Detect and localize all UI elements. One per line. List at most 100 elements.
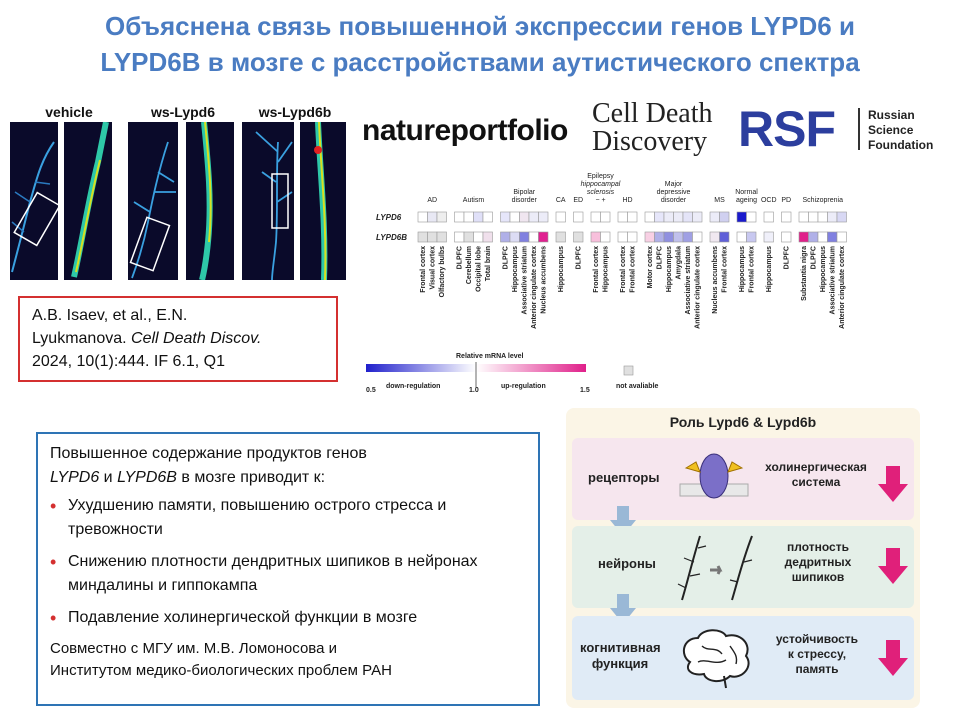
heatmap-cell-lypd6b bbox=[644, 231, 655, 243]
heatmap-row-label: LYPD6B bbox=[376, 233, 407, 242]
heatmap-column-label: Hippocampus bbox=[739, 246, 746, 292]
heatmap-cell-lypd6b bbox=[600, 231, 611, 243]
heatmap-column-label: Visual cortex bbox=[429, 246, 436, 290]
heatmap-cell-lypd6 bbox=[836, 211, 847, 223]
heatmap-cell-lypd6b bbox=[663, 231, 674, 243]
heatmap-cell-lypd6b bbox=[627, 231, 638, 243]
dendrite-zoom bbox=[199, 122, 213, 280]
title-line-1: Объяснена связь повышенной экспрессии ге… bbox=[105, 11, 855, 41]
legend-title: Relative mRNA level bbox=[456, 353, 523, 360]
heatmap-cell-lypd6b bbox=[555, 231, 566, 243]
heatmap-cell-lypd6 bbox=[817, 211, 828, 223]
heatmap-cell-lypd6b bbox=[427, 231, 438, 243]
heatmap-cell-lypd6b bbox=[827, 231, 838, 243]
heatmap-cell-lypd6 bbox=[417, 211, 428, 223]
heatmap-group-label: MS bbox=[714, 197, 725, 204]
role-left-receptors: рецепторы bbox=[588, 470, 660, 485]
heatmap-cell-lypd6b bbox=[719, 231, 730, 243]
cdd-logo-line1: Cell Death bbox=[592, 98, 713, 129]
legend-mid: 1.0 bbox=[469, 387, 479, 394]
heatmap-cell-lypd6 bbox=[644, 211, 655, 223]
legend-up: up-regulation bbox=[501, 383, 546, 390]
heatmap-column-label: DLPFC bbox=[783, 246, 790, 269]
legend-na: not avaliable bbox=[616, 383, 659, 390]
heatmap-column-label: Frontal cortex bbox=[629, 246, 636, 293]
heatmap-cell-lypd6 bbox=[482, 211, 493, 223]
heatmap-cell-lypd6b bbox=[736, 231, 747, 243]
heatmap-column-label: Hippocampus bbox=[820, 246, 827, 292]
heatmap-group-label: HD bbox=[622, 197, 632, 204]
heatmap-column-label: Motor cortex bbox=[647, 246, 654, 289]
heatmap-cell-lypd6b bbox=[617, 231, 628, 243]
flow-arrow-icon bbox=[610, 506, 636, 536]
heatmap-cell-lypd6b bbox=[836, 231, 847, 243]
reference-line1: A.B. Isaev, et al., E.N. bbox=[32, 307, 188, 324]
heatmap-group-label: ageing bbox=[736, 197, 757, 204]
summary-bullet: •Ухудшению памяти, повышению острого стр… bbox=[50, 496, 447, 538]
heatmap-cell-lypd6 bbox=[590, 211, 601, 223]
heatmap-group-label: − + bbox=[595, 197, 605, 204]
heatmap-cell-lypd6b bbox=[673, 231, 684, 243]
heatmap-group-label: depressive bbox=[657, 189, 691, 196]
heatmap-cell-lypd6 bbox=[463, 211, 474, 223]
heatmap-cell-lypd6 bbox=[600, 211, 611, 223]
heatmap-column-label: Hippocampus bbox=[766, 246, 773, 292]
heatmap-cell-lypd6b bbox=[692, 231, 703, 243]
dendrite-zoom bbox=[314, 122, 328, 280]
heatmap-cell-lypd6 bbox=[808, 211, 819, 223]
heatmap-group-label: AD bbox=[427, 197, 437, 204]
rsf-logo-text: RSF bbox=[738, 101, 836, 157]
role-left-neurons: нейроны bbox=[598, 556, 656, 571]
legend-na-swatch bbox=[623, 365, 634, 376]
heatmap-cell-lypd6 bbox=[509, 211, 520, 223]
heatmap-cell-lypd6 bbox=[746, 211, 757, 223]
nature-portfolio-logo: natureportfolio bbox=[362, 114, 568, 148]
heatmap-cell-lypd6b bbox=[808, 231, 819, 243]
dendrite-zoom bbox=[71, 122, 109, 278]
heatmap-column-label: Nucleus accumbens bbox=[540, 246, 547, 314]
rsf-divider bbox=[858, 108, 860, 150]
heatmap-cell-lypd6b bbox=[781, 231, 792, 243]
slide-title: Объяснена связь повышенной экспрессии ге… bbox=[0, 8, 960, 80]
heatmap-cell-lypd6b bbox=[682, 231, 693, 243]
heatmap-column-label: Frontal cortex bbox=[420, 246, 427, 293]
heatmap-column-label: Substantia nigra bbox=[801, 246, 808, 301]
summary-footer: Совместно с МГУ им. М.В. Ломоносова и Ин… bbox=[50, 640, 392, 679]
legend-min: 0.5 bbox=[366, 387, 376, 394]
heatmap-cell-lypd6b bbox=[709, 231, 720, 243]
heatmap-column-label: Frontal cortex bbox=[593, 246, 600, 293]
micro-image-lypd6b-overview bbox=[242, 122, 294, 280]
heatmap-cell-lypd6 bbox=[573, 211, 584, 223]
reference-line2: Lyukmanova. Cell Death Discov. bbox=[32, 330, 262, 347]
heatmap-cell-lypd6 bbox=[763, 211, 774, 223]
heatmap-group-label: disorder bbox=[661, 197, 687, 204]
cdd-logo-line2: Discovery bbox=[592, 126, 708, 157]
heatmap-column-label: DLPFC bbox=[502, 246, 509, 269]
micro-label-vehicle: vehicle bbox=[45, 104, 93, 120]
heatmap-column-label: Frontal cortex bbox=[748, 246, 755, 293]
heatmap-group-label: sclerosis bbox=[587, 189, 615, 196]
heatmap-cell-lypd6b bbox=[798, 231, 809, 243]
heatmap-cell-lypd6 bbox=[798, 211, 809, 223]
heatmap-column-label: Hippocampus bbox=[666, 246, 673, 292]
heatmap-cell-lypd6b bbox=[538, 231, 549, 243]
heatmap-cell-lypd6 bbox=[654, 211, 665, 223]
heatmap-cell-lypd6b bbox=[454, 231, 465, 243]
heatmap-column-label: DLPFC bbox=[456, 246, 463, 269]
heatmap-cell-lypd6 bbox=[454, 211, 465, 223]
heatmap-group-label: Normal bbox=[735, 189, 758, 196]
heatmap-group-label: disorder bbox=[512, 197, 538, 204]
heatmap-cell-lypd6 bbox=[719, 211, 730, 223]
bullet-dot-icon: • bbox=[50, 608, 57, 628]
heatmap-column-label: Associative striatum bbox=[829, 246, 836, 314]
heatmap-row-label: LYPD6 bbox=[376, 213, 402, 222]
heatmap-cell-lypd6b bbox=[509, 231, 520, 243]
heatmap-column-label: Anterior cingulate cortex bbox=[531, 246, 538, 329]
heatmap-column-label: DLPFC bbox=[656, 246, 663, 269]
heatmap-column-label: Frontal cortex bbox=[620, 246, 627, 293]
cdd-logo: Cell Death Discovery bbox=[592, 100, 713, 156]
reference-line3: 2024, 10(1):444. IF 6.1, Q1 bbox=[32, 353, 226, 370]
neuron-image bbox=[129, 141, 176, 279]
